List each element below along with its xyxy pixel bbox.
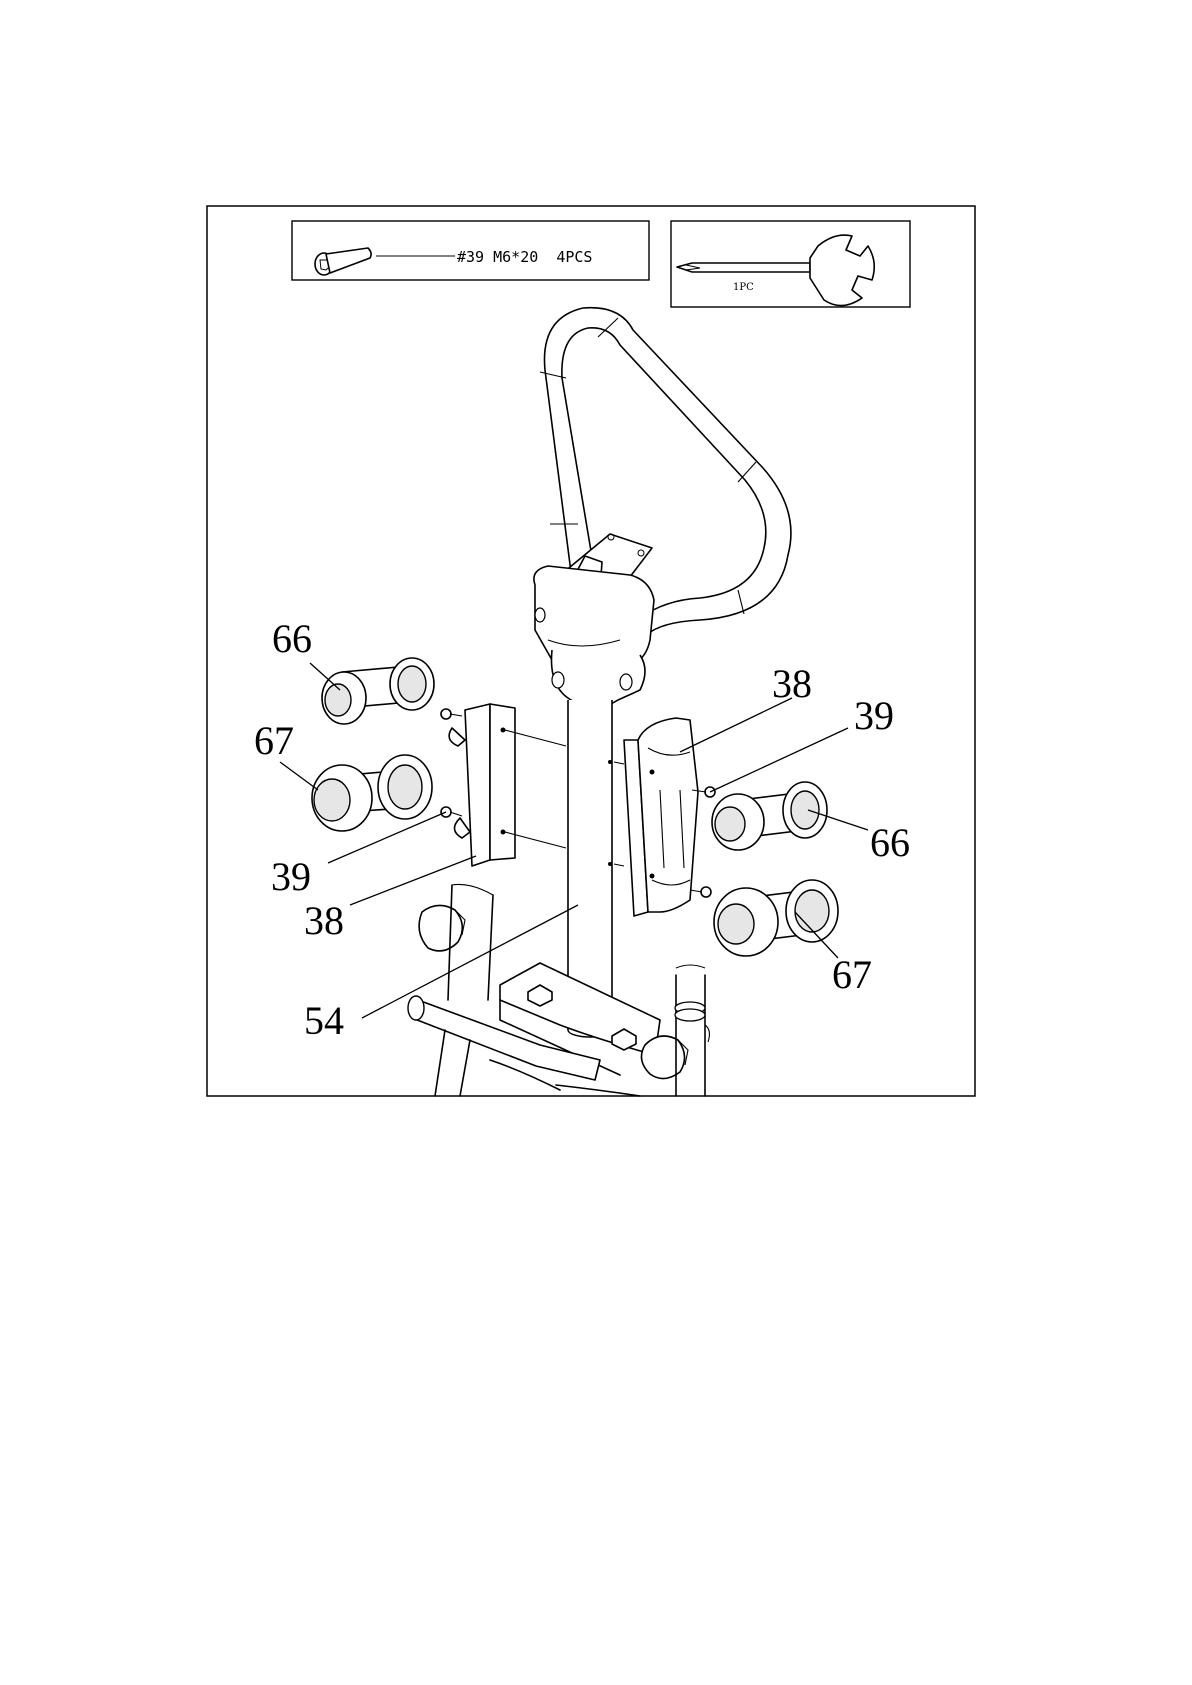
hardware-box: #39 M6*20 4PCS: [292, 221, 649, 280]
callout-54: 54: [304, 998, 344, 1043]
tool-quantity-text: 1PC: [733, 282, 754, 293]
callout-67-right: 67: [832, 952, 872, 997]
tool-box: 1PC: [671, 221, 910, 307]
callout-67-left: 67: [254, 718, 294, 763]
callout-66-right: 66: [870, 820, 910, 865]
callout-39-left: 39: [271, 854, 311, 899]
callout-38-right: 38: [772, 661, 812, 706]
callout-39-right: 39: [854, 693, 894, 738]
callout-66-left: 66: [272, 616, 312, 661]
callout-38-left: 38: [304, 898, 344, 943]
bolt-spec-text: #39 M6*20 4PCS: [457, 248, 592, 266]
